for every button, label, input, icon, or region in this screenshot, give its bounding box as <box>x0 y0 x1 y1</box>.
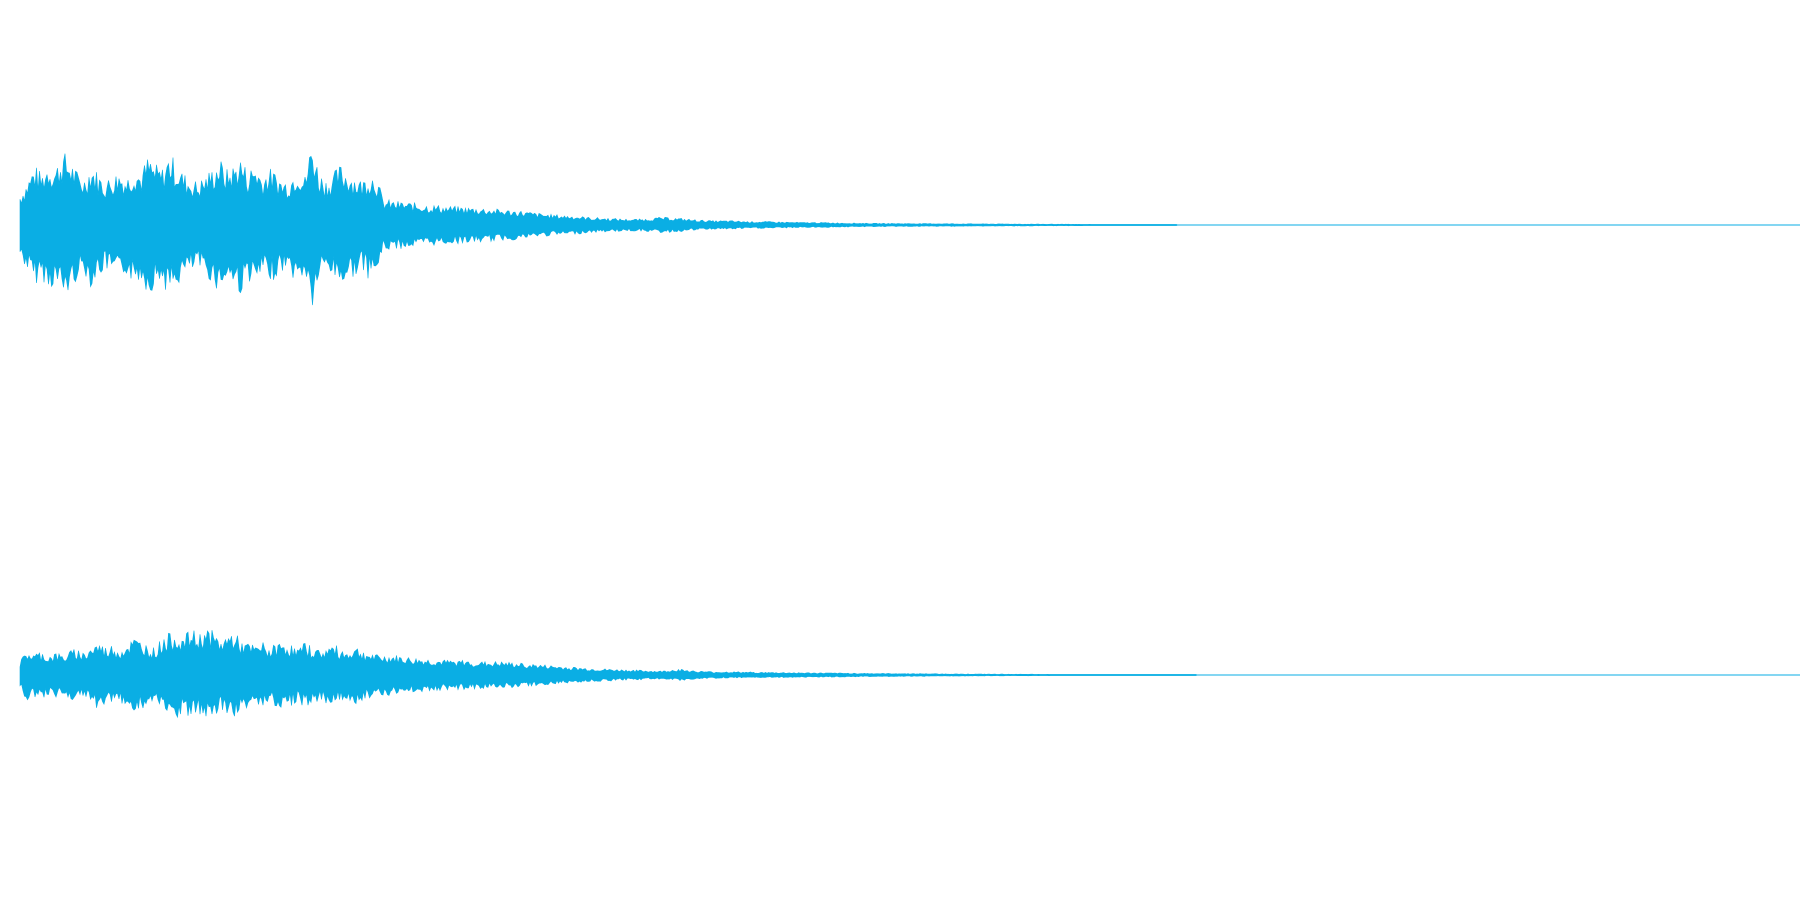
channel-1-waveform <box>19 153 1800 306</box>
channel-2-waveform-shape <box>19 630 1799 719</box>
channel-1-waveform-shape <box>19 153 1799 306</box>
channel-2-waveform <box>19 630 1800 719</box>
